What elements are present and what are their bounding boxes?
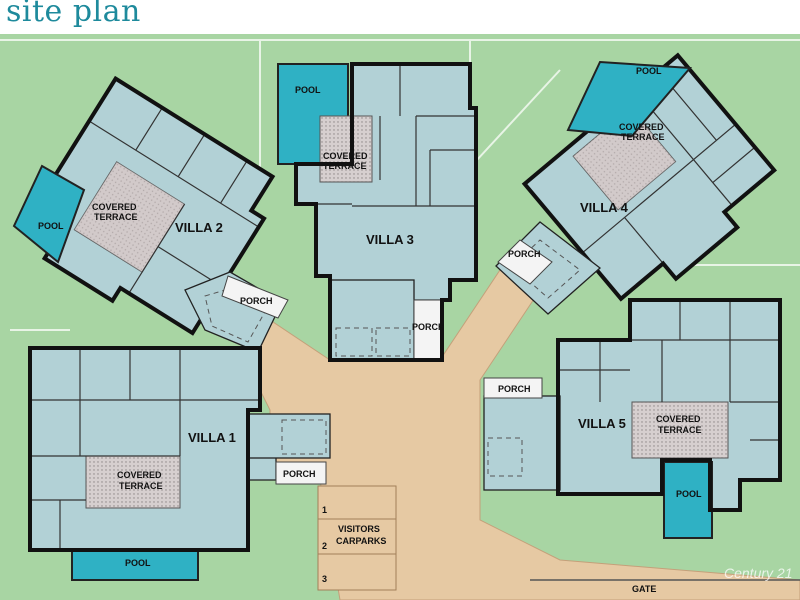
villa-2-label: VILLA 2 — [175, 220, 223, 235]
villa-3: POOL COVERED TERRACE VILLA 3 PORCH — [277, 62, 478, 362]
villa-2-porch — [221, 275, 289, 319]
villa-4-terrace-label: TERRACE — [621, 132, 665, 142]
villa-1-porch-label: PORCH — [283, 469, 316, 479]
villa-1-pool-label: POOL — [125, 558, 151, 568]
header: site plan — [0, 0, 800, 34]
villa-1-label: VILLA 1 — [188, 430, 236, 445]
villa-4-pool-label: POOL — [636, 66, 662, 76]
villa-4-porch-label: PORCH — [508, 249, 541, 259]
carpark-number-2: 2 — [322, 541, 327, 551]
villa-5-porch — [483, 377, 543, 399]
villa-5-pool — [663, 461, 713, 539]
villa-2-terrace-label: TERRACE — [94, 212, 138, 222]
villa-3-terrace — [319, 115, 373, 183]
villa-2-covered-label: COVERED — [92, 202, 137, 212]
villa-5-terrace — [631, 401, 729, 459]
villa-4-porch — [497, 239, 553, 285]
villa-2-porch-label: PORCH — [240, 296, 273, 306]
gate-label: GATE — [632, 584, 656, 594]
page-title: site plan — [6, 0, 141, 29]
carparks-label: CARPARKS — [336, 536, 386, 546]
villa-5: PORCH COVERED TERRACE POOL VILLA 5 — [483, 298, 782, 539]
villa-5-covered-label: COVERED — [656, 414, 701, 424]
villa-5-porch-label: PORCH — [498, 384, 531, 394]
carpark-number-1: 1 — [322, 505, 327, 515]
villa-4-label: VILLA 4 — [580, 200, 629, 215]
villa-5-label: VILLA 5 — [578, 416, 626, 431]
villa-1-porch — [275, 461, 327, 485]
villa-4-pool — [566, 60, 693, 138]
villa-1-terrace-label: TERRACE — [119, 481, 163, 491]
carpark-number-3: 3 — [322, 574, 327, 584]
villa-4-covered-label: COVERED — [619, 122, 664, 132]
villa-3-covered-label: COVERED — [323, 151, 368, 161]
visitors-carparks: 1 2 3 VISITORS CARPARKS — [317, 485, 397, 591]
visitors-label: VISITORS — [338, 524, 380, 534]
villa-5-pool-label: POOL — [676, 489, 702, 499]
villa-2: POOL COVERED TERRACE PORCH VILLA 2 — [12, 75, 289, 353]
site-plan-diagram: 1 2 3 VISITORS CARPARKS GATE POOL COVERE… — [0, 34, 800, 600]
villa-3-porch-label: PORCH — [412, 322, 445, 332]
watermark-logo: Century 21 — [724, 565, 792, 581]
villa-2-pool — [12, 164, 86, 264]
villa-4: POOL COVERED TERRACE PORCH VILLA 4 — [495, 52, 778, 315]
gate: GATE — [530, 579, 800, 594]
villa-1-covered-label: COVERED — [117, 470, 162, 480]
villa-3-pool-label: POOL — [295, 85, 321, 95]
villa-5-terrace-label: TERRACE — [658, 425, 702, 435]
villa-1-terrace — [85, 455, 181, 509]
villa-2-pool-label: POOL — [38, 221, 64, 231]
villa-3-label: VILLA 3 — [366, 232, 414, 247]
villa-1: POOL PORCH COVERED TERRACE VILLA 1 — [28, 346, 331, 581]
